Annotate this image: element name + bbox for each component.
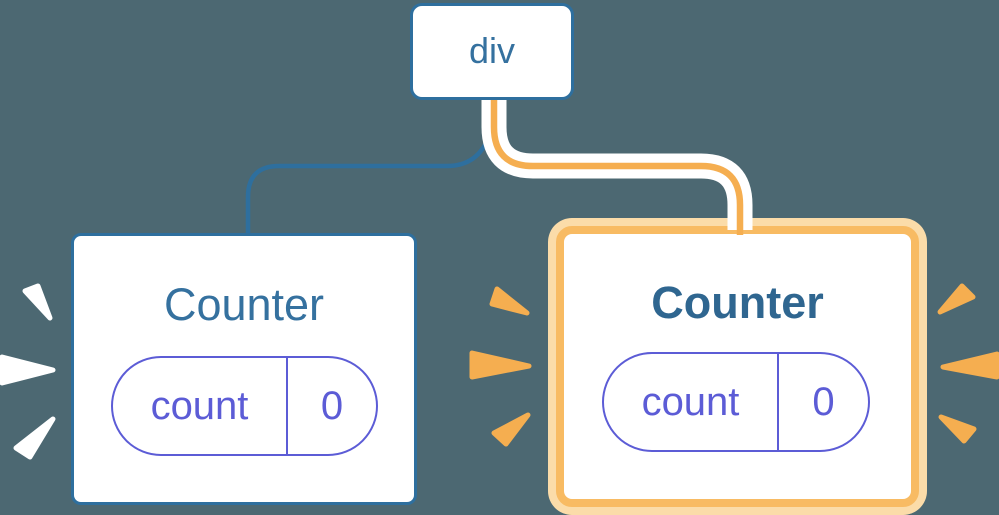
state-value: 0 [320, 383, 344, 428]
counter-title: Counter [163, 279, 325, 330]
edge-div-to-left-counter [245, 102, 499, 235]
state-pill: count 0 [111, 356, 378, 456]
edge-div-to-right-counter [490, 100, 744, 235]
state-pill: count 0 [602, 352, 870, 452]
spark-icon [491, 412, 531, 447]
spark-icon [469, 350, 532, 380]
spark-icon [489, 286, 530, 316]
root-node-div: div [410, 3, 574, 100]
spark-icon [22, 283, 53, 321]
counter-title: Counter [651, 277, 824, 328]
state-key-label: count [604, 354, 779, 450]
spark-icon [0, 354, 56, 386]
spark-icon [13, 416, 56, 460]
root-node-label: div [468, 29, 516, 71]
burst-icon-left-counter [0, 283, 56, 460]
state-key-label: count [113, 358, 288, 454]
burst-icon-right-counter-left [469, 286, 532, 447]
spark-icon [940, 351, 999, 380]
state-value: 0 [812, 379, 835, 424]
counter-card-left: Counter count 0 [71, 233, 417, 505]
counter-card-right-highlighted: Counter count 0 [556, 226, 919, 507]
spark-icon [938, 414, 977, 444]
burst-icon-right-counter-right [937, 283, 999, 444]
edge-div-to-right-counter-casing [481, 100, 753, 230]
spark-icon [937, 283, 976, 315]
